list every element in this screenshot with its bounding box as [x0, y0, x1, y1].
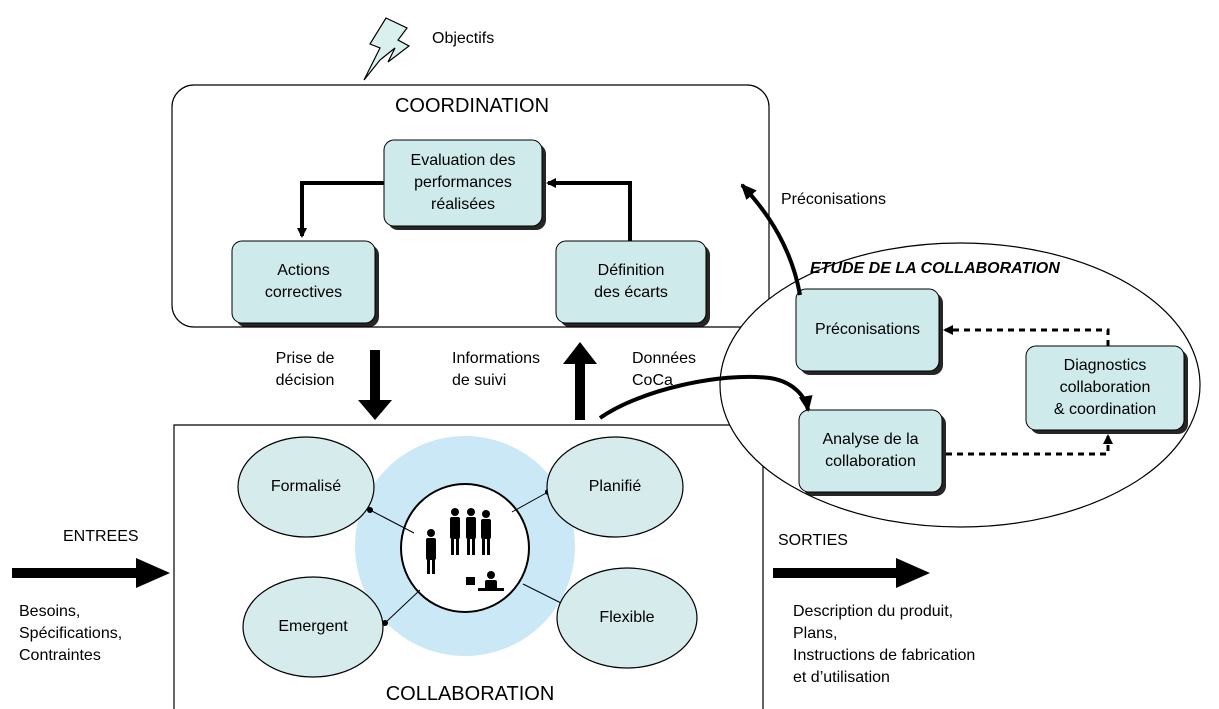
- actions-text: Actions correctives: [232, 241, 375, 323]
- objectives-label: Objectifs: [432, 30, 495, 47]
- actions-line-2: correctives: [264, 284, 343, 301]
- analysis-text: Analyse de la collaboration: [799, 410, 942, 492]
- outputs-list: Description du produit, Plans, Instructi…: [793, 601, 975, 689]
- evaluation-line-1: Evaluation des: [410, 152, 516, 169]
- diagnostics-line-2: collaboration: [1059, 379, 1151, 396]
- recommendations-box: [795, 288, 940, 372]
- inputs-title: ENTREES: [63, 528, 139, 545]
- definition-line-2: des écarts: [594, 284, 668, 301]
- decision-line-1: Prise de: [275, 350, 335, 367]
- definition-to-eval-arrow: [546, 178, 632, 241]
- data-line-2: CoCa: [632, 372, 673, 389]
- outputs-title: SORTIES: [778, 532, 848, 549]
- diagnostics-line-3: & coordination: [1053, 401, 1157, 418]
- evaluation-line-3: réalisées: [430, 196, 496, 213]
- diagnostics-box: [1025, 345, 1185, 431]
- actions-line-1: Actions: [277, 262, 330, 279]
- collaboration-title: COLLABORATION: [385, 683, 555, 705]
- planned-text: Planifié: [588, 478, 642, 495]
- planned-ellipse: [546, 436, 684, 538]
- analysis-box: [798, 409, 943, 493]
- actors-circle: [400, 483, 530, 613]
- flexible-ellipse: [556, 567, 698, 669]
- input-item: Besoins,: [19, 603, 81, 620]
- coca-data-arrow: [598, 374, 813, 420]
- diagnostics-to-recommendations-arrow: [943, 325, 1110, 346]
- collaboration-box: [173, 424, 764, 709]
- output-item: Instructions de fabrication: [793, 647, 976, 664]
- actions-box: [231, 240, 376, 324]
- decision-line-2: décision: [275, 372, 335, 389]
- output-item: Plans,: [793, 625, 838, 642]
- lightning-icon: [363, 17, 411, 81]
- eval-to-actions-arrow: [297, 181, 384, 238]
- emergent-text: Emergent: [278, 618, 348, 635]
- diagnostics-line-1: Diagnostics: [1063, 357, 1147, 374]
- input-item: Contraintes: [19, 647, 101, 664]
- emergent-ellipse: [242, 576, 384, 678]
- analysis-line-1: Analyse de la: [822, 431, 919, 448]
- followup-line-2: de suivi: [452, 372, 507, 389]
- decision-label: Prise de décision: [250, 348, 360, 392]
- followup-label: Informations de suivi: [452, 348, 540, 392]
- input-item: Spécifications,: [19, 625, 123, 642]
- followup-line-1: Informations: [452, 350, 541, 367]
- data-line-1: Données: [632, 350, 697, 367]
- recommendations-flow-label: Préconisations: [781, 191, 886, 208]
- inputs-list: Besoins, Spécifications, Contraintes: [19, 601, 122, 667]
- output-item: Description du produit,: [793, 603, 954, 620]
- output-item: et d’utilisation: [793, 669, 890, 686]
- evaluation-text: Evaluation des performances réalisées: [384, 140, 542, 226]
- definition-text: Définition des écarts: [556, 241, 706, 323]
- coordination-title: COORDINATION: [394, 95, 550, 117]
- formal-ellipse: [237, 436, 375, 538]
- definition-line-1: Définition: [597, 262, 665, 279]
- recommendations-text: Préconisations: [815, 321, 920, 338]
- recommendations-curve-arrow: [740, 183, 802, 296]
- evaluation-line-2: performances: [414, 174, 512, 191]
- formal-text: Formalisé: [270, 478, 342, 495]
- analysis-line-2: collaboration: [825, 453, 916, 470]
- study-title: ETUDE DE LA COLLABORATION: [810, 260, 1060, 277]
- people-icon: [426, 508, 504, 591]
- data-label: Données CoCa: [632, 348, 696, 392]
- diagnostics-text: Diagnostics collaboration & coordination: [1026, 346, 1184, 430]
- flexible-text: Flexible: [599, 609, 655, 626]
